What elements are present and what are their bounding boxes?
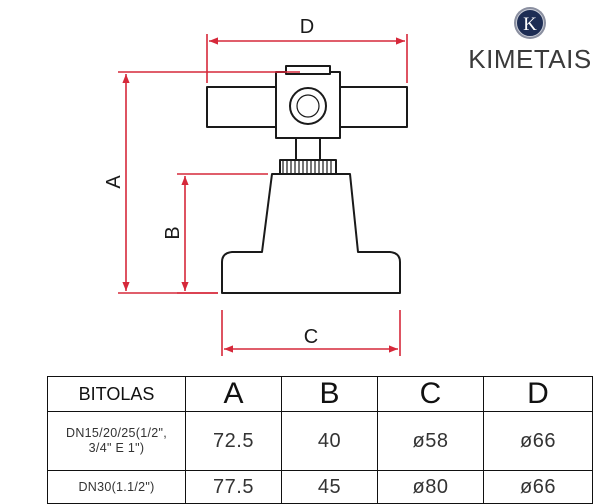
header-bitolas: BITOLAS bbox=[47, 376, 186, 412]
table-header-row: BITOLAS A B C D bbox=[47, 376, 593, 412]
handle-hub bbox=[275, 71, 341, 139]
size-line: DN15/20/25(1/2", bbox=[66, 426, 167, 440]
dimension-label-a: A bbox=[103, 175, 125, 189]
value-d: ø66 bbox=[483, 411, 593, 471]
header-d: D bbox=[483, 376, 593, 412]
valve-base bbox=[221, 173, 401, 294]
table-row: DN30(1.1/2") 77.5 45 ø80 ø66 bbox=[47, 470, 593, 504]
knurled-collar bbox=[279, 159, 337, 175]
hub-hole bbox=[289, 87, 327, 125]
brand-logo: K KIMETAIS bbox=[462, 6, 598, 74]
dimension-c bbox=[221, 310, 401, 356]
brand-emblem: K bbox=[514, 7, 546, 39]
brand-emblem-letter: K bbox=[523, 14, 537, 35]
value-a: 77.5 bbox=[185, 470, 282, 504]
value-b: 45 bbox=[281, 470, 378, 504]
dimension-d bbox=[206, 34, 408, 83]
size-cell: DN15/20/25(1/2", 3/4" E 1") bbox=[47, 411, 186, 471]
brand-name: KIMETAIS bbox=[468, 44, 592, 74]
technical-drawing: D A B C bbox=[103, 16, 408, 356]
table-row: DN15/20/25(1/2", 3/4" E 1") 72.5 40 ø58 … bbox=[47, 411, 593, 471]
value-b: 40 bbox=[281, 411, 378, 471]
header-b: B bbox=[281, 376, 378, 412]
dimension-label-c: C bbox=[304, 326, 318, 348]
size-cell: DN30(1.1/2") bbox=[47, 470, 186, 504]
dimension-table: BITOLAS A B C D DN15/20/25(1/2", 3/4" E … bbox=[47, 376, 593, 504]
header-a: A bbox=[185, 376, 282, 412]
dimension-label-d: D bbox=[300, 16, 314, 38]
value-d: ø66 bbox=[483, 470, 593, 504]
value-c: ø80 bbox=[377, 470, 484, 504]
dimension-b bbox=[177, 173, 268, 294]
dimension-label-b: B bbox=[162, 226, 184, 239]
header-c: C bbox=[377, 376, 484, 412]
size-line: 3/4" E 1") bbox=[88, 441, 145, 455]
value-a: 72.5 bbox=[185, 411, 282, 471]
valve-part bbox=[206, 65, 408, 294]
value-c: ø58 bbox=[377, 411, 484, 471]
